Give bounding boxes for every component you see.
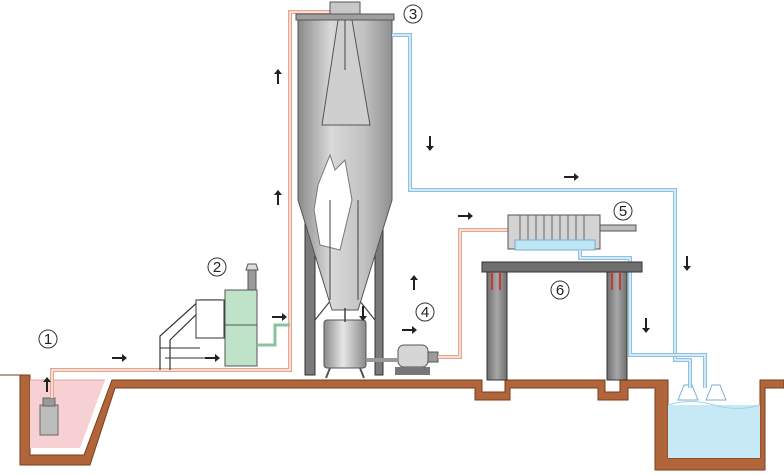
callout-5-label: 5 <box>619 203 627 220</box>
flow-arrows <box>43 69 691 392</box>
clear-water-tank <box>667 384 761 458</box>
flow-arrow-icon <box>458 212 473 220</box>
flow-arrow-icon <box>205 354 220 362</box>
flow-arrow-icon <box>683 256 691 271</box>
callout-6-label: 6 <box>556 282 564 299</box>
flow-arrow-icon <box>274 69 282 84</box>
flow-arrow-icon <box>642 318 650 333</box>
supernatant-pipe <box>392 33 692 388</box>
pump-discharge-pipe <box>438 228 508 359</box>
callout-circle-2 <box>207 257 227 277</box>
flow-arrow-icon <box>272 313 287 321</box>
flow-arrow-icon <box>43 377 51 392</box>
flow-arrow-icon <box>112 354 127 362</box>
callout-circle-4 <box>415 302 435 322</box>
flow-arrow-icon <box>274 190 282 205</box>
ground-profile <box>0 374 784 471</box>
flow-arrow-icon <box>564 173 579 181</box>
filtrate-pipe <box>578 250 707 388</box>
inlet-sump <box>30 379 105 448</box>
sludge-tank <box>323 308 367 379</box>
callout-2-label: 2 <box>213 259 221 276</box>
callout-circle-6 <box>550 280 570 300</box>
flow-arrow-icon <box>426 136 434 151</box>
flow-arrow-icon <box>402 326 417 334</box>
support-table <box>481 261 643 381</box>
filter-press <box>507 214 637 251</box>
pump-icon <box>397 344 429 368</box>
dosing-tank <box>224 289 258 367</box>
submersible-pump-icon <box>39 404 59 436</box>
callouts: 1 2 3 4 5 6 <box>38 4 633 349</box>
callout-3-label: 3 <box>409 6 417 23</box>
feed-pump <box>366 344 439 375</box>
callout-circle-3 <box>403 4 423 24</box>
callout-circle-5 <box>613 201 633 221</box>
flow-arrow-icon <box>359 306 367 321</box>
mixer-icon <box>329 1 361 15</box>
chemical-dosing-platform <box>159 263 290 370</box>
callout-circle-1 <box>38 329 58 349</box>
silo-thickener <box>295 1 395 311</box>
flow-arrow-icon <box>410 275 418 290</box>
callout-4-label: 4 <box>421 304 429 321</box>
feed-pipe <box>50 10 340 398</box>
callout-1-label: 1 <box>44 331 52 348</box>
